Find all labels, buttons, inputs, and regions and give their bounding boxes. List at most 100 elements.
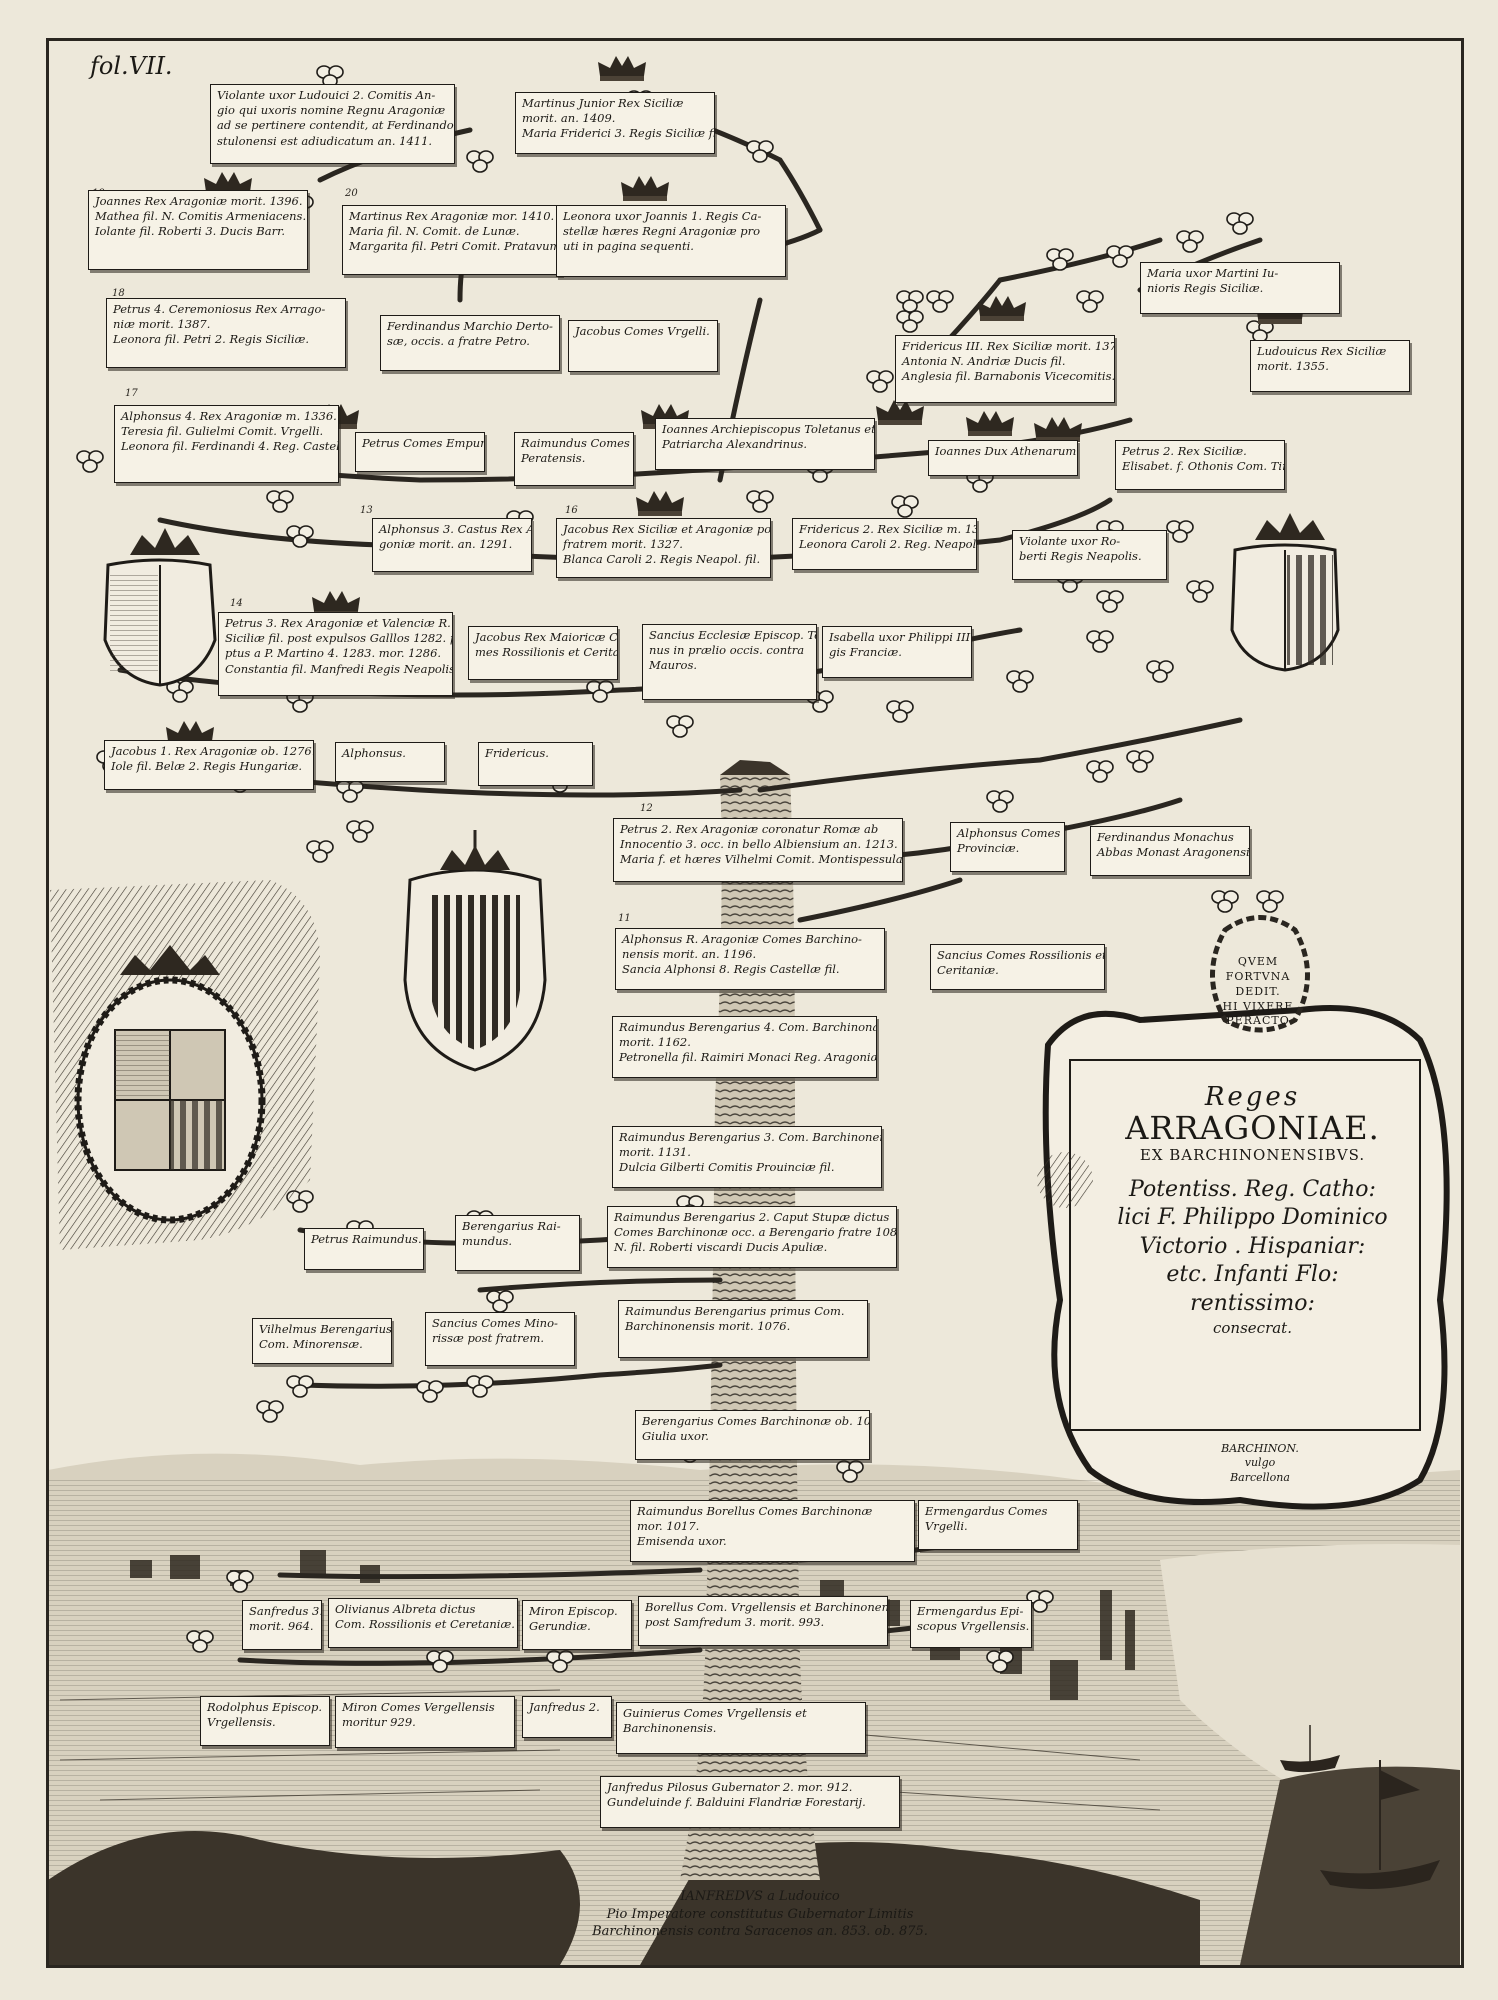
leaf-icon: [586, 680, 614, 703]
genealogy-box-line: Isabella uxor Philippi III Re-: [829, 630, 971, 644]
genealogy-box-line: Ferdinandus Marchio Derto-: [387, 319, 553, 333]
genealogy-box-line: Violante uxor Ro-: [1019, 534, 1121, 548]
leaf-icon: [891, 495, 919, 518]
genealogy-box: Sancius Ecclesiæ Episcop. Toleta-nus in …: [642, 624, 817, 700]
genealogy-box-line: Jacobus Rex Siciliæ et Aragoniæ post: [563, 522, 771, 536]
genealogy-box-line: Maria fil. N. Comit. de Lunæ.: [349, 224, 520, 239]
genealogy-box-line: nioris Regis Siciliæ.: [1147, 281, 1264, 296]
leaf-icon: [546, 1650, 574, 1673]
genealogy-box-line: niæ morit. 1387.: [113, 317, 211, 332]
leaf-icon: [416, 1380, 444, 1403]
genealogy-box-line: stulonensi est adiudicatum an. 1411.: [217, 133, 433, 148]
generation-number: 12: [640, 803, 653, 814]
founder-line: Barchinonensis contra Saracenos an. 853.…: [592, 1924, 928, 1940]
genealogy-box-line: Emisenda uxor.: [637, 1534, 727, 1549]
leaf-icon: [1211, 890, 1239, 913]
genealogy-box-line: morit. 1355.: [1257, 359, 1329, 374]
leaf-icon: [1256, 890, 1284, 913]
genealogy-box-line: Petrus 4. Ceremoniosus Rex Arrago-: [113, 302, 326, 316]
genealogy-box-line: Fridericus.: [485, 746, 549, 760]
crown-icon: [598, 56, 646, 81]
genealogy-box-line: rissæ post fratrem.: [432, 1331, 545, 1346]
leaf-icon: [806, 690, 834, 713]
leaf-icon: [336, 780, 364, 803]
genealogy-box-line: Petrus 2. Rex Siciliæ.: [1122, 444, 1247, 458]
leaf-icon: [346, 820, 374, 843]
genealogy-box-line: post Samfredum 3. morit. 993.: [645, 1615, 825, 1630]
crown-icon: [636, 491, 684, 516]
genealogy-box-line: Berengarius Rai-: [462, 1219, 561, 1233]
genealogy-box: Joannes Rex Aragoniæ morit. 1396.Mathea …: [88, 190, 308, 270]
genealogy-box: Raimundus Berengarius primus Com.Barchin…: [618, 1300, 868, 1358]
leaf-icon: [286, 525, 314, 548]
genealogy-box-line: Raimundus Borellus Comes Barchinonæ: [637, 1504, 873, 1518]
leaf-icon: [306, 840, 334, 863]
dedication-line: lici F. Philippo Dominico: [1117, 1205, 1388, 1231]
genealogy-box-line: Janfredus Pilosus Gubernator 2. mor. 912…: [607, 1780, 853, 1794]
genealogy-box-line: Teresia fil. Gulielmi Comit. Vrgelli.: [121, 424, 324, 439]
genealogy-box-line: sæ, occis. a fratre Petro.: [387, 334, 530, 349]
leaf-icon: [1086, 760, 1114, 783]
leaf-icon: [896, 310, 924, 333]
genealogy-box-line: morit. 1131.: [619, 1145, 691, 1160]
genealogy-box: Violante uxor Ro-berti Regis Neapolis.: [1012, 530, 1167, 580]
generation-number: 16: [565, 505, 578, 516]
genealogy-box: Leonora uxor Joannis 1. Regis Ca-stellæ …: [556, 205, 786, 277]
genealogy-box-line: Martinus Junior Rex Siciliæ: [522, 96, 684, 110]
genealogy-box-line: morit. 1162.: [619, 1035, 691, 1050]
genealogy-box-line: Vrgellensis.: [207, 1715, 276, 1730]
genealogy-box-line: Guinierus Comes Vrgellensis et: [623, 1706, 807, 1720]
genealogy-box-line: Jacobus 1. Rex Aragoniæ ob. 1276.: [111, 744, 314, 758]
genealogy-box: Petrus 3. Rex Aragoniæ et Valenciæ R.Sic…: [218, 612, 453, 696]
crown-icon: [1034, 417, 1082, 442]
genealogy-box-line: Alphonsus Comes: [957, 826, 1061, 840]
genealogy-box-line: Berengarius Comes Barchinonæ ob. 1035.: [642, 1414, 870, 1428]
genealogy-box-line: Barchinonensis morit. 1076.: [625, 1319, 791, 1334]
genealogy-box-line: Abbas Monast Aragonensis.: [1097, 845, 1250, 860]
genealogy-box-line: stellæ hæres Regni Aragoniæ pro: [563, 224, 761, 239]
genealogy-box-line: Ludouicus Rex Siciliæ: [1257, 344, 1387, 358]
genealogy-box: Petrus Comes Empuriæ.: [355, 432, 485, 472]
generation-number: 13: [360, 505, 373, 516]
genealogy-box-line: Sancius Comes Rossilionis et: [937, 948, 1105, 962]
leaf-icon: [1026, 1590, 1054, 1613]
genealogy-box: Fridericus III. Rex Siciliæ morit. 1377.…: [895, 335, 1115, 403]
genealogy-box-line: Leonora fil. Ferdinandi 4. Reg. Castellæ…: [121, 439, 339, 454]
genealogy-box-line: Peratensis.: [521, 451, 586, 466]
leaf-icon: [1176, 230, 1204, 253]
genealogy-box-line: Raimundus Comes: [521, 436, 630, 450]
leaf-icon: [666, 715, 694, 738]
leaf-icon: [466, 1375, 494, 1398]
genealogy-box-line: Raimundus Berengarius 2. Caput Stupæ dic…: [614, 1210, 890, 1224]
genealogy-box-line: Violante uxor Ludouici 2. Comitis An-: [217, 88, 436, 102]
genealogy-box: Berengarius Comes Barchinonæ ob. 1035.Gi…: [635, 1410, 870, 1460]
leaf-icon: [1076, 290, 1104, 313]
leaf-icon: [986, 1650, 1014, 1673]
genealogy-box-line: Petrus Comes Empuriæ.: [362, 436, 484, 450]
genealogy-box: Jacobus Rex Maioricæ Co-mes Rossilionis …: [468, 626, 618, 680]
genealogy-box: Petrus Raimundus.: [304, 1228, 424, 1270]
genealogy-box-line: Barchinonensis.: [623, 1721, 717, 1736]
title-arragoniae: ARRAGONIAE.: [1125, 1109, 1380, 1147]
genealogy-box: Fridericus.: [478, 742, 593, 786]
genealogy-box-line: scopus Vrgellensis.: [917, 1619, 1030, 1634]
genealogy-box: Petrus 2. Rex Siciliæ.Elisabet. f. Othon…: [1115, 440, 1285, 490]
generation-number: 11: [618, 913, 631, 924]
genealogy-box: Berengarius Rai-mundus.: [455, 1215, 580, 1271]
genealogy-box-line: ad se pertinere contendit, at Ferdinando…: [217, 118, 455, 133]
genealogy-box: Alphonsus R. Aragoniæ Comes Barchino-nen…: [615, 928, 885, 990]
genealogy-box-line: Com. Rossilionis et Ceretaniæ.: [335, 1617, 515, 1632]
genealogy-box-line: Sancius Ecclesiæ Episcop. Toleta-: [649, 628, 816, 642]
genealogy-box-line: Dulcia Gilberti Comitis Prouinciæ fil.: [619, 1160, 835, 1175]
genealogy-box-line: Joannes Rex Aragoniæ morit. 1396.: [95, 194, 303, 208]
genealogy-box: Ferdinandus Marchio Derto-sæ, occis. a f…: [380, 315, 560, 371]
genealogy-box: Raimundus Berengarius 4. Com. Barchinonæ…: [612, 1016, 877, 1078]
genealogy-box-line: Gundeluinde f. Balduini Flandriæ Foresta…: [607, 1795, 866, 1810]
genealogy-box-line: Provinciæ.: [957, 841, 1020, 856]
